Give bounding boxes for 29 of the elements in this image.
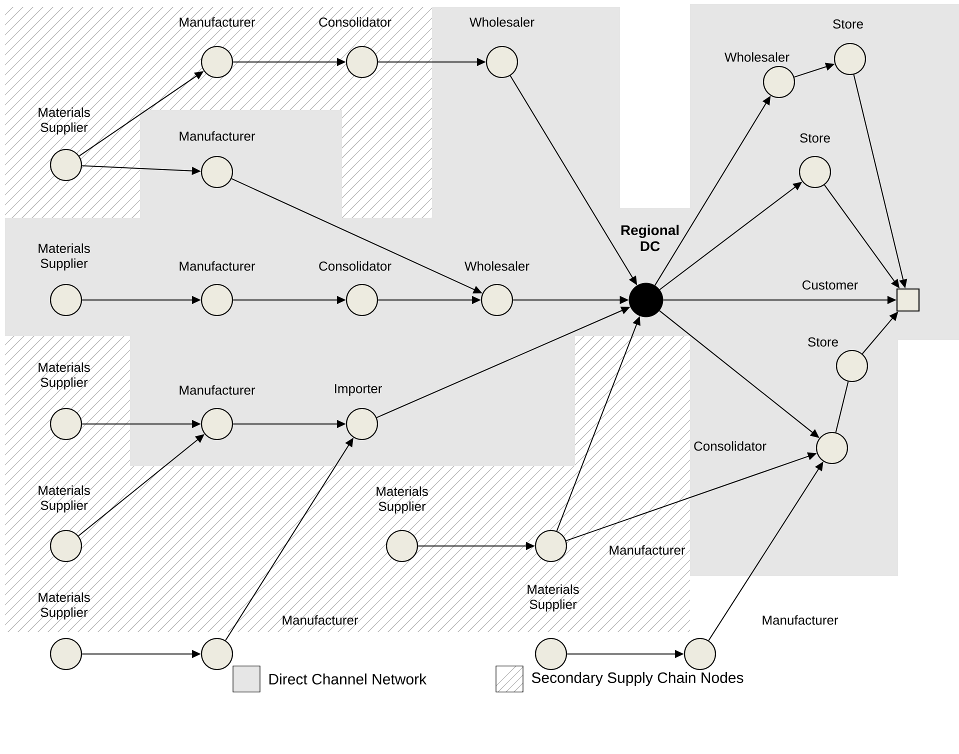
node-label: Manufacturer <box>762 615 838 625</box>
node-label: Manufacturer <box>180 17 256 27</box>
legend-label: Secondary Supply Chain Nodes <box>532 672 744 686</box>
node-label: Store <box>800 133 830 143</box>
node-label: Regional DC <box>621 224 679 252</box>
node-label: Customer <box>802 280 858 290</box>
node-label: Materials Supplier <box>38 243 90 271</box>
node-label: Importer <box>335 384 382 396</box>
node-label: Manufacturer <box>282 615 358 625</box>
node-label: Store <box>833 19 863 29</box>
node-label: Wholesaler <box>464 261 530 271</box>
node-label: Wholesaler <box>470 17 534 27</box>
node-label: Materials Supplier <box>376 486 428 514</box>
node-label: Materials Supplier <box>38 362 90 390</box>
legend-label: Direct Channel Network <box>269 673 427 684</box>
node-label: Wholesaler <box>724 52 790 62</box>
node-label: Manufacturer <box>180 131 256 141</box>
node-label: Materials Supplier <box>38 592 90 620</box>
node-label: Consolidator <box>694 441 766 451</box>
node-label: Manufacturer <box>180 385 256 395</box>
node-label: Materials Supplier <box>38 107 90 135</box>
node-label: Consolidator <box>319 17 392 27</box>
node-label: Materials Supplier <box>528 584 579 612</box>
node-label: Materials Supplier <box>38 485 90 513</box>
node-label: Store <box>808 337 838 347</box>
node-label: Consolidator <box>319 261 392 271</box>
node-label: Manufacturer <box>180 261 256 271</box>
node-label: Manufacturer <box>610 545 686 555</box>
arrow <box>78 434 204 536</box>
